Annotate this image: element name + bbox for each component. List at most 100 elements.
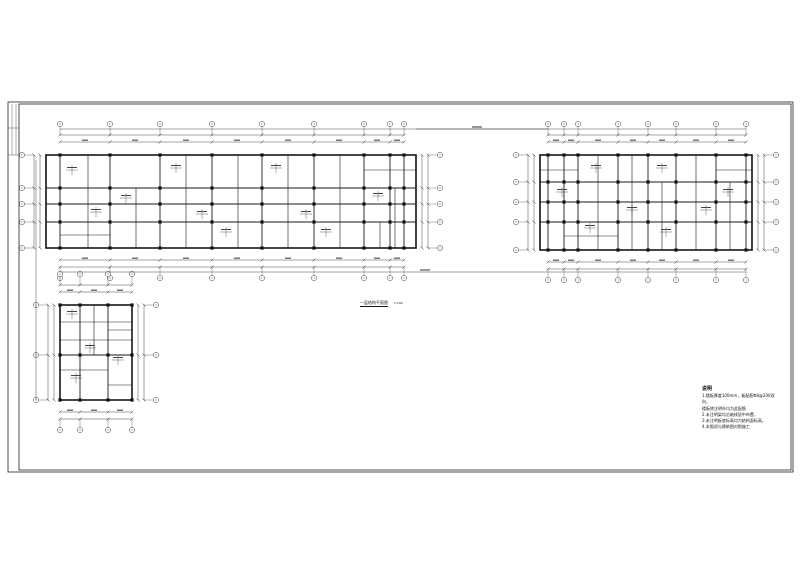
axis-bubble-mark — [775, 221, 777, 223]
dim-tick — [106, 410, 110, 414]
column — [402, 246, 406, 250]
column — [674, 220, 678, 224]
column — [362, 186, 366, 190]
axis-bubble-mark — [577, 279, 579, 281]
column — [744, 248, 748, 252]
dim-tick — [646, 140, 650, 144]
column — [130, 398, 134, 402]
column — [108, 202, 112, 206]
dim-tick — [420, 220, 424, 224]
axis-bubble-mark — [439, 203, 441, 205]
floor-plan-west-wing — [19, 121, 443, 281]
rebar-label — [271, 165, 281, 166]
dim-tick — [756, 248, 760, 252]
dim-text-mark — [117, 289, 123, 291]
column — [744, 200, 748, 204]
column — [388, 246, 392, 250]
axis-bubble-mark — [155, 304, 157, 306]
rebar-label — [171, 165, 181, 166]
column — [158, 153, 162, 157]
dim-text-mark — [728, 259, 734, 261]
dim-tick — [532, 153, 536, 157]
dim-tick — [714, 260, 718, 264]
dim-tick — [756, 153, 760, 157]
column — [388, 186, 392, 190]
column — [616, 220, 620, 224]
column — [312, 220, 316, 224]
dim-tick — [362, 140, 366, 144]
column — [576, 180, 580, 184]
column — [646, 248, 650, 252]
dim-tick — [388, 258, 392, 262]
column — [562, 153, 566, 157]
dim-tick — [420, 246, 424, 250]
axis-bubble-mark — [745, 279, 747, 281]
rebar-label — [321, 229, 331, 230]
column — [312, 186, 316, 190]
column — [210, 202, 214, 206]
axis-bubble-mark — [107, 273, 109, 275]
dim-tick — [158, 140, 162, 144]
dim-tick — [58, 258, 62, 262]
axis-bubble-mark — [21, 203, 23, 205]
rebar-label — [701, 207, 711, 208]
dim-tick — [756, 220, 760, 224]
dim-tick — [388, 140, 392, 144]
dim-tick — [532, 180, 536, 184]
axis-bubble-mark — [515, 181, 517, 183]
column — [158, 186, 162, 190]
axis-bubble-mark — [439, 187, 441, 189]
dim-tick — [420, 153, 424, 157]
column — [402, 220, 406, 224]
axis-bubble-mark — [313, 277, 315, 279]
dim-text-mark — [183, 257, 189, 259]
dim-text-mark — [568, 259, 574, 261]
column — [714, 200, 718, 204]
column — [210, 246, 214, 250]
column — [714, 153, 718, 157]
column — [576, 248, 580, 252]
axis-bubble-mark — [745, 123, 747, 125]
dim-tick — [714, 140, 718, 144]
axis-bubble-mark — [261, 277, 263, 279]
dim-tick — [532, 248, 536, 252]
column — [362, 220, 366, 224]
axis-bubble-mark — [675, 123, 677, 125]
axis-bubble-mark — [547, 123, 549, 125]
dim-tick — [562, 140, 566, 144]
column — [362, 153, 366, 157]
axis-bubble-mark — [439, 221, 441, 223]
dim-tick — [158, 258, 162, 262]
column — [106, 398, 110, 402]
dim-text-mark — [630, 139, 636, 141]
dim-tick — [674, 140, 678, 144]
column — [562, 248, 566, 252]
axis-bubble-mark — [21, 154, 23, 156]
column — [576, 153, 580, 157]
column — [646, 180, 650, 184]
axis-bubble-mark — [159, 277, 161, 279]
axis-bubble-mark — [363, 123, 365, 125]
dim-tick — [130, 410, 134, 414]
rebar-label — [71, 375, 81, 376]
dim-text-mark — [693, 259, 699, 261]
dim-tick — [106, 290, 110, 294]
column — [130, 353, 134, 357]
column — [362, 202, 366, 206]
dim-tick — [420, 186, 424, 190]
dim-tick — [78, 410, 82, 414]
column — [646, 200, 650, 204]
axis-bubble-mark — [403, 277, 405, 279]
column — [388, 220, 392, 224]
dim-text-mark — [67, 409, 73, 411]
rebar-label — [661, 229, 671, 230]
dim-tick — [312, 140, 316, 144]
notes-line: 3.未注明板底标高均为结构面标高， — [702, 418, 766, 424]
rebar-label — [657, 165, 667, 166]
floor-plan-annex — [33, 271, 159, 433]
binding-strip — [8, 104, 19, 156]
axis-bubble-mark — [563, 279, 565, 281]
axis-bubble-mark — [59, 429, 61, 431]
axis-bubble-mark — [563, 123, 565, 125]
axis-bubble-mark — [617, 279, 619, 281]
